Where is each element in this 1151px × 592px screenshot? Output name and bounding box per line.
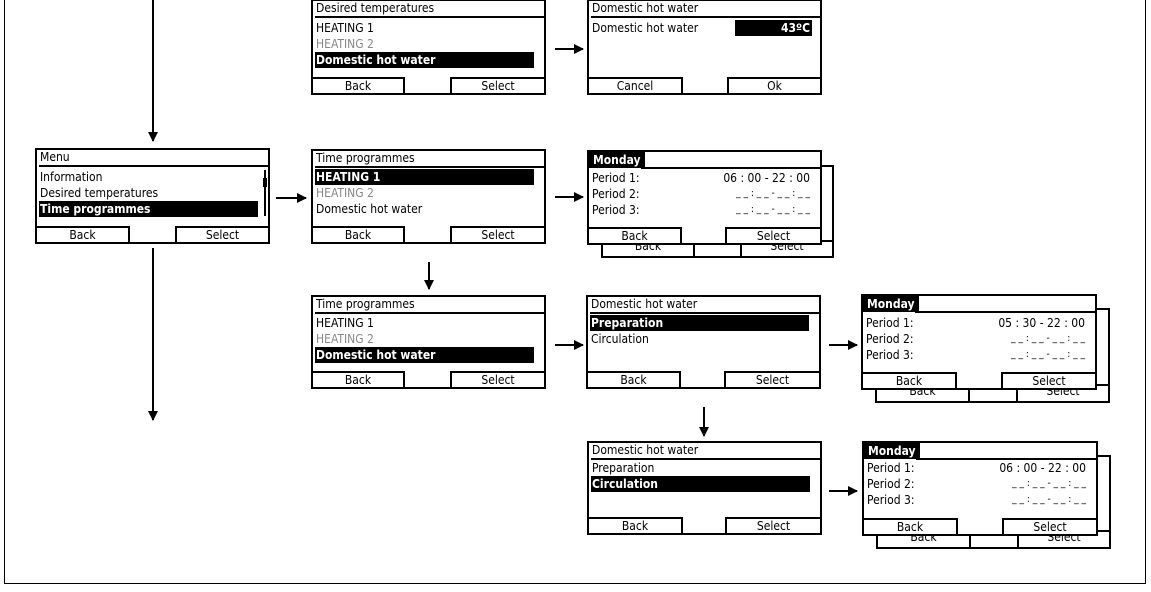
dhw-preparation-screen: Domestic hot water Preparation Circulati… [586,295,821,389]
monday2-shadow-back: Back [909,389,936,398]
ok-button[interactable]: Ok [727,77,822,95]
period-value[interactable]: _ _ : _ _ - _ _ : _ _ [1011,333,1085,344]
select-button[interactable]: Select [450,77,546,95]
list-item[interactable]: HEATING 1 [316,21,374,35]
select-button[interactable]: Select [450,371,546,389]
list-item-selected[interactable]: Domestic hot water [315,347,534,363]
list-item-selected[interactable]: HEATING 1 [315,169,534,185]
period-value[interactable]: _ _ : _ _ - _ _ : _ _ [736,204,810,215]
period-value[interactable]: _ _ : _ _ - _ _ : _ _ [1012,494,1086,505]
cancel-button[interactable]: Cancel [587,77,683,95]
day-title: Monday [864,443,920,459]
dhw-label: Domestic hot water [592,21,699,35]
back-button[interactable]: Back [862,518,958,536]
back-button[interactable]: Back [35,226,130,244]
list-item[interactable]: Domestic hot water [316,202,423,216]
screen-title: Menu [39,149,268,167]
list-item[interactable]: HEATING 2 [316,186,374,200]
select-button[interactable]: Select [1001,372,1097,390]
monday2-stack-bracket [875,308,1110,403]
screen-title: Time programmes [315,296,544,314]
monday-screen: Monday Period 1: 06 : 00 - 22 : 00 Perio… [587,150,822,245]
menu-item-time-programmes[interactable]: Time programmes [39,201,258,217]
monday3-shadow-back: Back [910,535,937,544]
select-button[interactable]: Select [725,517,822,535]
period-label: Period 3: [867,493,915,507]
back-button[interactable]: Back [586,371,681,389]
menu-item-information[interactable]: Information [40,170,103,184]
back-button[interactable]: Back [311,77,405,95]
list-item[interactable]: HEATING 2 [316,37,374,51]
period-value[interactable]: _ _ : _ _ - _ _ : _ _ [1011,349,1085,360]
screen-title: Time programmes [315,150,544,168]
period-value[interactable]: _ _ : _ _ - _ _ : _ _ [736,188,810,199]
period-label: Period 1: [866,316,914,330]
list-item[interactable]: Circulation [591,332,649,346]
menu-item-desired-temperatures[interactable]: Desired temperatures [40,186,159,200]
list-item[interactable]: HEATING 1 [316,316,374,330]
list-item-selected[interactable]: Domestic hot water [315,52,534,68]
back-button[interactable]: Back [587,227,682,245]
back-button[interactable]: Back [861,372,957,390]
period-value[interactable]: 05 : 30 - 22 : 00 [998,316,1085,330]
monday3-stack-bracket [876,455,1111,549]
temperature-value[interactable]: 43ºC [735,20,812,36]
scrollbar[interactable] [264,170,266,216]
scrollbar-thumb[interactable] [263,178,267,187]
menu-screen: Menu Information Desired temperatures Ti… [35,148,270,244]
time-programmes-screen: Time programmes HEATING 1 HEATING 2 Dome… [311,295,546,389]
dhw-circulation-screen: Domestic hot water Preparation Circulati… [587,441,822,535]
desired-temps-screen: Desired temperatures HEATING 1 HEATING 2… [311,0,546,95]
list-item-selected[interactable]: Circulation [591,476,810,492]
select-button[interactable]: Select [724,371,821,389]
select-button[interactable]: Select [450,226,546,244]
period-value[interactable]: 06 : 00 - 22 : 00 [999,461,1086,475]
monday3-shadow-select: Select [1047,535,1081,544]
day-title: Monday [589,152,645,168]
select-button[interactable]: Select [725,227,822,245]
screen-title: Domestic hot water [590,296,819,314]
period-label: Period 2: [867,477,915,491]
period-label: Period 3: [866,348,914,362]
time-programmes-screen: Time programmes HEATING 1 HEATING 2 Dome… [311,149,546,244]
list-item[interactable]: HEATING 2 [316,332,374,346]
screen-title: Desired temperatures [315,0,544,18]
list-item[interactable]: Preparation [592,461,655,475]
select-button[interactable]: Select [1002,518,1098,536]
period-value[interactable]: 06 : 00 - 22 : 00 [723,171,810,185]
monday-screen: Monday Period 1: 05 : 30 - 22 : 00 Perio… [861,294,1097,390]
back-button[interactable]: Back [311,226,405,244]
diagram-frame [4,0,1146,584]
monday1-shadow-back: Back [634,244,662,253]
select-button[interactable]: Select [175,226,270,244]
period-label: Period 3: [592,203,640,217]
monday1-shadow-select: Select [770,244,804,253]
screen-title: Domestic hot water [591,442,820,460]
back-button[interactable]: Back [587,517,683,535]
monday-screen: Monday Period 1: 06 : 00 - 22 : 00 Perio… [862,441,1098,536]
monday1-stack-bracket [601,165,834,258]
dhw-temp-screen: Domestic hot water Domestic hot water 43… [587,0,822,95]
period-label: Period 2: [592,187,640,201]
period-label: Period 1: [867,461,915,475]
day-title: Monday [863,296,919,312]
period-label: Period 2: [866,332,914,346]
back-button[interactable]: Back [311,371,405,389]
list-item-selected[interactable]: Preparation [590,315,809,331]
period-value[interactable]: _ _ : _ _ - _ _ : _ _ [1012,478,1086,489]
screen-title: Domestic hot water [591,0,820,18]
period-label: Period 1: [592,171,640,185]
monday2-shadow-select: Select [1046,389,1080,398]
